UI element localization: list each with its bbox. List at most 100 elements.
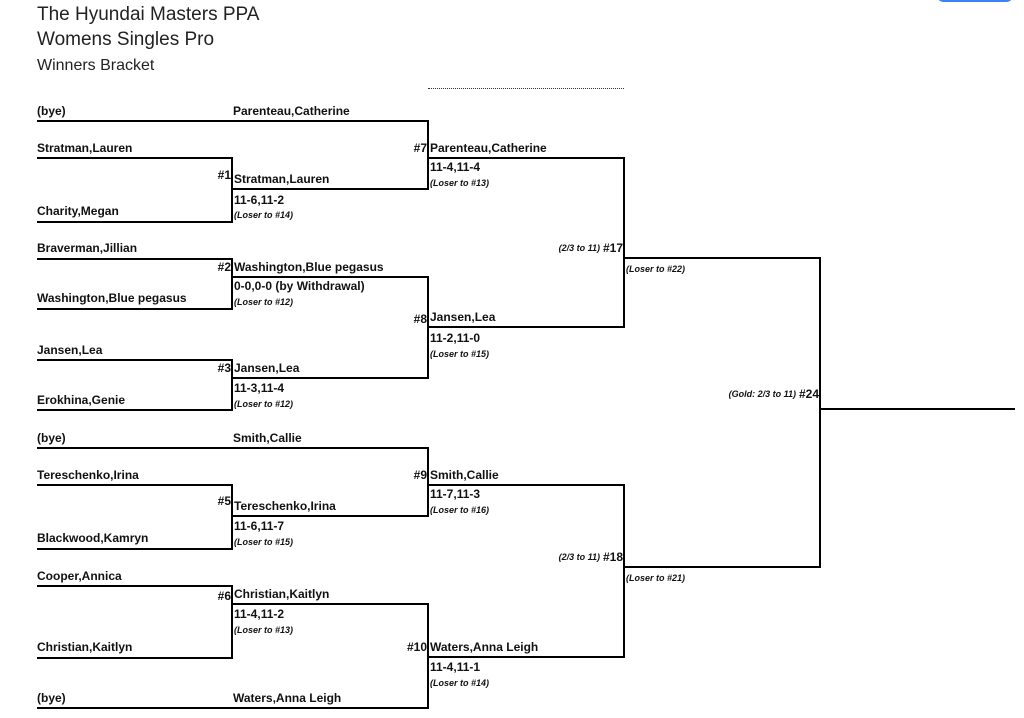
match-number-6: #6 [217,589,231,603]
match-number-8: #8 [413,312,427,326]
match-8-winner: Jansen,Lea [430,310,496,324]
final-line [821,408,1015,410]
dotted-divider [428,88,624,89]
match-6-loser: (Loser to #13) [234,625,294,635]
match-3-score: 11-3,11-4 [234,381,285,395]
connector-m10 [427,603,429,709]
match-9-score: 11-7,11-3 [430,487,481,501]
match-10-winner: Waters,Anna Leigh [430,640,539,654]
connector-m24 [819,257,821,568]
page-title-line2: Womens Singles Pro [37,29,215,50]
match-8-line [429,326,625,328]
match-number-10: #10 [406,640,427,654]
match-number-18: #18 [602,550,623,564]
connector-m2 [231,258,233,310]
entrant-4: Braverman,Jillian [37,241,138,255]
match-1-loser: (Loser to #14) [234,210,294,220]
match-3-winner: Jansen,Lea [234,361,300,375]
entrant-5: Washington,Blue pegasus [37,291,187,305]
entrant-11: Cooper,Annica [37,569,122,583]
entrant-line-4 [37,258,233,260]
match-1-score: 11-6,11-2 [234,193,285,207]
match-5-score: 11-6,11-7 [234,519,285,533]
entrant-line-2 [37,157,233,159]
entrant-1: (bye) [37,104,66,118]
match-6-winner: Christian,Kaitlyn [234,587,330,601]
match-8-score: 11-2,11-0 [430,331,481,345]
connector-m6 [231,585,233,659]
entrant-line-9 [37,484,233,486]
connector-m5 [231,484,233,550]
entrant-8: (bye) [37,431,66,445]
entrant-13: (bye) [37,691,66,705]
connector-m3 [231,359,233,411]
entrant-line-5 [37,308,233,310]
bye-advance-3: Waters,Anna Leigh [233,691,342,705]
entrant-12: Christian,Kaitlyn [37,640,133,654]
entrant-line-6 [37,359,233,361]
match-7-winner: Parenteau,Catherine [430,141,547,155]
match-10-line [429,656,625,658]
bye-line-2 [37,447,429,449]
entrant-10: Blackwood,Kamryn [37,531,149,545]
entrant-7: Erokhina,Genie [37,393,126,407]
match-17-format: (2/3 to 11) [558,243,600,253]
match-7-line [429,157,625,159]
match-7-loser: (Loser to #13) [430,178,490,188]
match-8-loser: (Loser to #15) [430,349,490,359]
match-7-score: 11-4,11-4 [430,160,481,174]
match-number-17: #17 [602,241,623,255]
match-number-7: #7 [413,141,427,155]
match-1-line [233,188,429,190]
match-number-3: #3 [217,361,231,375]
match-number-5: #5 [217,494,231,508]
match-1-winner: Stratman,Lauren [234,172,330,186]
match-3-line [233,377,429,379]
match-9-line [429,484,625,486]
match-9-winner: Smith,Callie [430,468,499,482]
entrant-line-11 [37,585,233,587]
match-10-score: 11-4,11-1 [430,660,481,674]
match-2-loser: (Loser to #12) [234,297,294,307]
match-number-2: #2 [217,260,231,274]
match-number-9: #9 [413,468,427,482]
bye-line-1 [37,120,429,122]
match-18-line [625,566,821,568]
page-title-line1: The Hyundai Masters PPA [37,4,260,25]
match-5-loser: (Loser to #15) [234,537,294,547]
entrant-6: Jansen,Lea [37,343,103,357]
match-3-loser: (Loser to #12) [234,399,294,409]
bracket-subtitle: Winners Bracket [37,57,155,74]
bye-line-3 [37,707,429,709]
bye-advance-2: Smith,Callie [233,431,302,445]
match-6-line [233,603,429,605]
match-18-format: (2/3 to 11) [558,552,600,562]
connector-m17 [623,157,625,328]
match-17-line [625,257,821,259]
match-number-24: #24 [798,387,819,401]
match-18-loser: (Loser to #21) [626,573,686,583]
match-17-loser: (Loser to #22) [626,264,686,274]
entrant-9: Tereschenko,Irina [37,468,139,482]
entrant-2: Stratman,Lauren [37,141,133,155]
match-5-line [233,515,429,517]
match-24-format: (Gold: 2/3 to 11) [728,389,796,399]
connector-m18 [623,484,625,658]
connector-m1 [231,157,233,223]
connector-m7 [427,120,429,190]
match-10-loser: (Loser to #14) [430,678,490,688]
bye-advance-1: Parenteau,Catherine [233,104,350,118]
entrant-line-3 [37,221,233,223]
entrant-line-12 [37,657,233,659]
match-number-1: #1 [217,168,231,182]
match-5-winner: Tereschenko,Irina [234,499,336,513]
match-9-loser: (Loser to #16) [430,505,490,515]
connector-m8 [427,276,429,379]
entrant-line-10 [37,548,233,550]
top-action-button[interactable] [936,0,1014,2]
match-2-line [233,276,429,278]
match-6-score: 11-4,11-2 [234,607,285,621]
match-2-score: 0-0,0-0 (by Withdrawal) [234,279,365,293]
entrant-3: Charity,Megan [37,204,119,218]
entrant-line-7 [37,409,233,411]
